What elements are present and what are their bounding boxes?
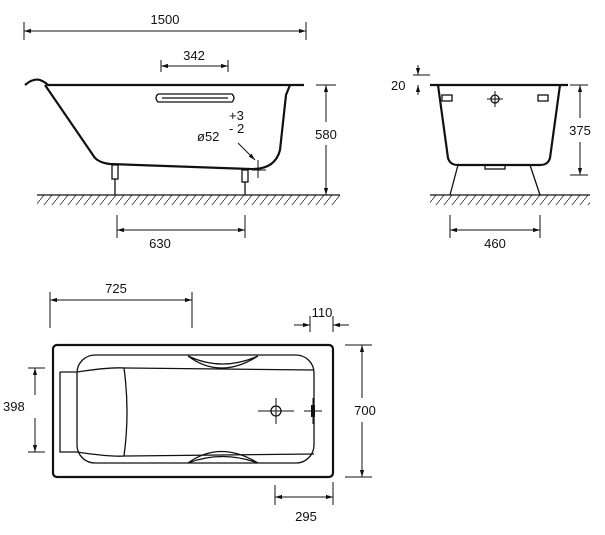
tolerance-plus: +3 xyxy=(229,108,244,123)
headrest xyxy=(59,367,315,457)
overflow-icon xyxy=(311,405,315,417)
side-view: 1500 342 +3 - 2 ø52 580 630 xyxy=(23,12,340,251)
drain-diameter-label: ø52 xyxy=(197,129,219,144)
width-label: 700 xyxy=(354,403,376,418)
leg-right xyxy=(241,169,249,195)
height-label: 580 xyxy=(315,127,337,142)
end-view: 20 375 460 xyxy=(391,65,591,251)
depth-label: 375 xyxy=(569,123,591,138)
drain-offset-label: 295 xyxy=(295,509,317,524)
tub-basin xyxy=(76,354,315,464)
handle-top xyxy=(187,355,259,369)
leg-spacing-label: 630 xyxy=(149,236,171,251)
tub-top-outline xyxy=(51,343,335,479)
handle-length-label: 342 xyxy=(183,48,205,63)
tub-side-outline xyxy=(24,78,304,171)
handle-offset-label: 725 xyxy=(105,281,127,296)
handle-bottom xyxy=(187,450,259,464)
tolerance-minus: - 2 xyxy=(229,121,244,136)
rim-label: 20 xyxy=(391,78,405,93)
overflow-offset-label: 110 xyxy=(312,305,333,320)
headrest-width-label: 398 xyxy=(3,399,25,414)
top-view: 725 110 700 398 295 xyxy=(3,281,376,524)
length-label: 1500 xyxy=(151,12,180,27)
leg-left xyxy=(111,164,119,195)
handle-side xyxy=(155,93,235,103)
end-leg-spacing-label: 460 xyxy=(484,236,506,251)
